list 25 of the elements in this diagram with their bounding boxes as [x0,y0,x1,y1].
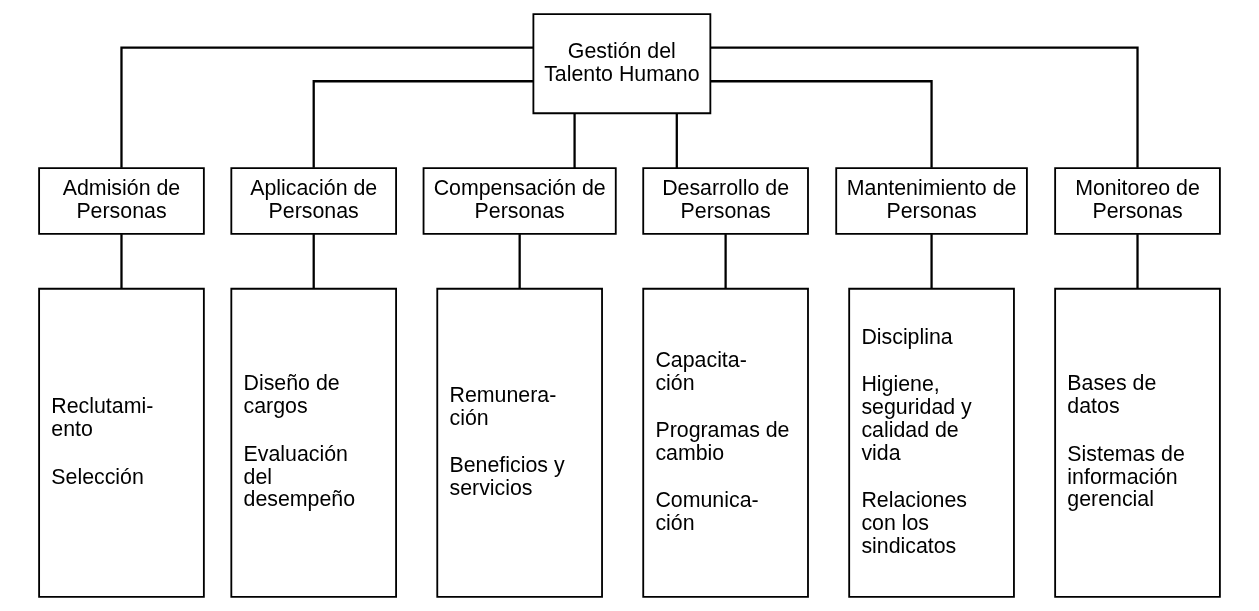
connector [312,234,315,289]
node-box: Bases de datos Sistemas de información gerencial [1054,287,1221,598]
connector [518,234,521,289]
connector [573,113,576,168]
node-box: Desarrollo de Personas [642,167,809,235]
connector [675,113,678,168]
connector [710,80,933,168]
connector [120,234,123,289]
node-box: Gestión del Talento Humano [532,13,712,115]
node-box: Admisión de Personas [38,167,205,235]
node-box: Monitoreo de Personas [1054,167,1221,235]
node-box: Remunera- ción Beneficios y servicios [436,287,603,598]
connector [1136,234,1139,289]
node-box: Compensación de Personas [422,167,617,235]
connector [120,46,533,168]
connector [710,46,1139,168]
node-box: Disciplina Higiene, seguridad y calidad de vida Relaciones con los sindicatos [848,287,1015,598]
node-box: Mantenimiento de Personas [835,167,1028,235]
node-box: Reclutami- ento Selección [38,287,205,598]
connector [930,234,933,289]
node-box: Diseño de cargos Evaluación del desempeño [230,287,397,598]
node-box: Aplicación de Personas [230,167,397,235]
connector [724,234,727,289]
node-box: Capacita- ción Programas de cambio Comunica- ción [642,287,809,598]
connector [312,80,534,168]
